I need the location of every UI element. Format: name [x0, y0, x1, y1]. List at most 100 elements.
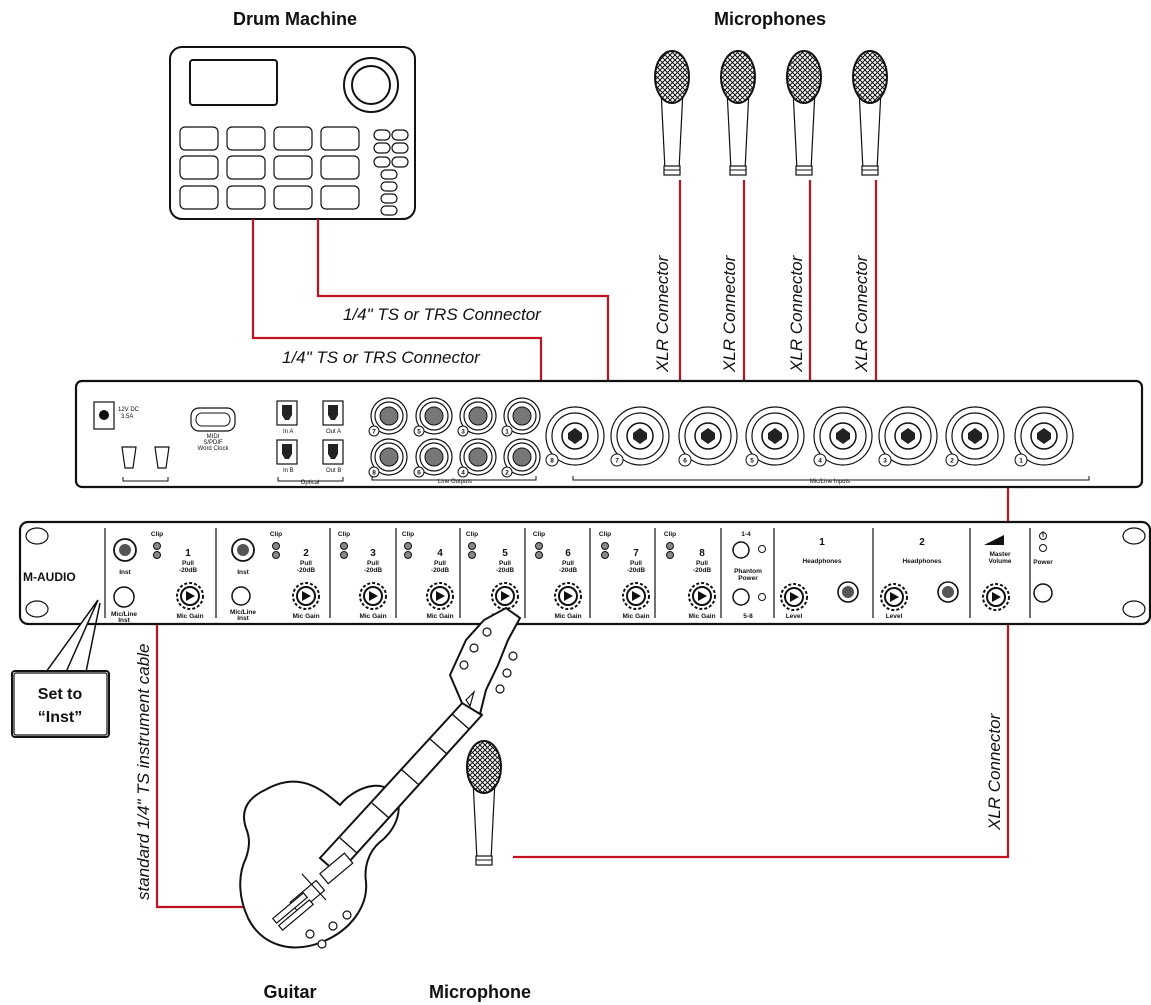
combo-input-jack: 3	[878, 406, 938, 467]
pad-label: -20dB	[627, 567, 645, 574]
drum-button	[373, 156, 391, 168]
xlr-label-bottom: XLR Connector	[985, 712, 1004, 831]
line-output-number: 4	[461, 469, 465, 476]
svg-text:Line Outputs: Line Outputs	[438, 479, 472, 485]
gain-knob[interactable]	[554, 582, 582, 610]
drum-pad	[179, 185, 219, 210]
pull-label: Pull	[300, 560, 312, 567]
gain-knob[interactable]	[880, 583, 908, 611]
gain-knob[interactable]	[491, 582, 519, 610]
line-output-number: 3	[461, 428, 465, 435]
drum-button	[373, 129, 391, 141]
combo-input-jack: 7	[610, 406, 670, 467]
mic-gain-label: Mic Gain	[292, 613, 319, 620]
mic-line-inst-switch-1[interactable]	[113, 586, 135, 608]
clip-led	[340, 542, 348, 550]
signal-led	[601, 551, 609, 559]
gain-knob[interactable]	[622, 582, 650, 610]
microphone-label: Microphone	[429, 982, 531, 1002]
line-output-number: 1	[505, 428, 509, 435]
line-output-jack: 2	[501, 438, 541, 478]
front-panel: M-AUDIO InstMic/LineInstInstMic/LineInst…	[18, 520, 1151, 626]
drum-pad	[320, 126, 360, 151]
channel-number: 4	[437, 548, 443, 559]
gain-knob[interactable]	[292, 582, 320, 610]
line-output-number: 8	[372, 469, 376, 476]
gain-knob[interactable]	[688, 582, 716, 610]
signal-led	[404, 551, 412, 559]
line-output-jack: 1	[501, 397, 541, 437]
microphone-icon	[654, 50, 690, 176]
gain-knob[interactable]	[176, 582, 204, 610]
combo-input-jack: 1	[1014, 406, 1074, 467]
mic-line-inst-switch-2[interactable]	[231, 586, 251, 606]
phantom-led-1-4	[758, 545, 766, 553]
line-output-number: 2	[505, 469, 509, 476]
drum-button	[373, 142, 391, 154]
xlr-cable-bottom-mic	[513, 434, 1010, 859]
microphones-label: Microphones	[714, 9, 826, 29]
drum-button	[380, 205, 398, 216]
clip-label: Clip	[338, 531, 350, 538]
gain-knob[interactable]	[982, 583, 1010, 611]
combo-input-jack: 4	[813, 406, 873, 467]
combo-input-jack: 5	[745, 406, 805, 467]
svg-text:In A: In A	[283, 429, 293, 435]
gain-knob[interactable]	[359, 582, 387, 610]
clip-led	[153, 542, 161, 550]
channel-number: 2	[303, 548, 309, 559]
line-output-jack: 5	[413, 397, 453, 437]
inst-callout: Set to “Inst”	[11, 599, 110, 738]
brand-logo: M-AUDIO	[23, 570, 76, 584]
channel-number: 3	[370, 548, 376, 559]
phantom-switch-5-8[interactable]	[732, 588, 750, 606]
pull-label: Pull	[630, 560, 642, 567]
drum-button	[380, 193, 398, 204]
phantom-switch-1-4[interactable]	[732, 541, 750, 559]
clip-led	[535, 542, 543, 550]
phantom-led-5-8	[758, 593, 766, 601]
line-output-jack: 8	[368, 438, 408, 478]
combo-input-number: 3	[883, 458, 887, 465]
combo-input-number: 7	[615, 458, 619, 465]
svg-text:S/PDIF: S/PDIF	[203, 440, 223, 446]
line-output-jack: 6	[413, 438, 453, 478]
headphones-1-number: 1	[819, 537, 825, 548]
clip-led	[601, 542, 609, 550]
headphones-label: Headphones	[802, 558, 841, 565]
mic-gain-label: Mic Gain	[359, 613, 386, 620]
trs-label-1: 1/4" TS or TRS Connector	[343, 305, 542, 324]
master-label: Master	[990, 551, 1011, 558]
combo-input-number: 4	[818, 458, 822, 465]
signal-led	[272, 551, 280, 559]
gain-knob[interactable]	[780, 583, 808, 611]
pad-label: -20dB	[364, 567, 382, 574]
drum-button	[380, 181, 398, 192]
combo-input-number: 2	[950, 458, 954, 465]
inst-small-label: Inst	[118, 617, 130, 624]
power-button[interactable]	[1033, 583, 1053, 603]
signal-led	[666, 551, 674, 559]
microphones-top	[654, 50, 888, 176]
drum-pad	[273, 126, 313, 151]
microphone-icon	[786, 50, 822, 176]
phantom-label: Phantom	[734, 568, 762, 575]
mic-line-inst-label: Mic/Line	[111, 611, 137, 618]
pull-label: Pull	[434, 560, 446, 567]
volume-label: Volume	[989, 558, 1012, 565]
gain-knob[interactable]	[426, 582, 454, 610]
callout-line2: “Inst”	[38, 709, 82, 726]
channel-number: 5	[502, 548, 508, 559]
xlr-label-1: XLR Connector	[653, 254, 672, 373]
trs-label-2: 1/4" TS or TRS Connector	[282, 348, 481, 367]
pad-label: -20dB	[559, 567, 577, 574]
inst-label: Inst	[237, 569, 249, 576]
drum-pad	[320, 155, 360, 180]
signal-led	[153, 551, 161, 559]
level-label: Level	[786, 613, 803, 620]
instrument-cable-label: standard 1/4" TS instrument cable	[134, 644, 153, 900]
pull-label: Pull	[696, 560, 708, 567]
